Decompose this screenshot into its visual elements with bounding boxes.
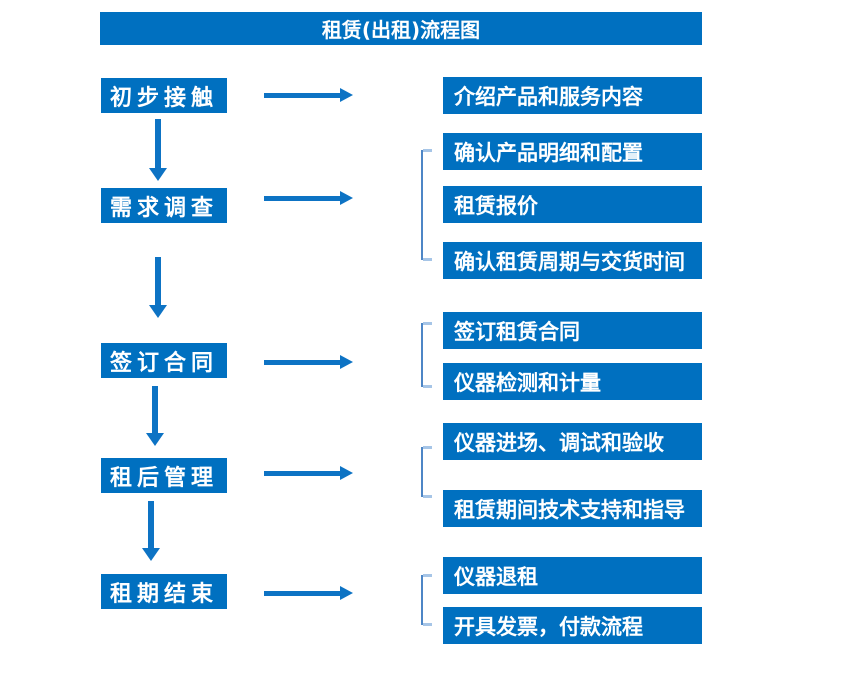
stage-box-post-rental-mgmt: 租后管理 — [101, 458, 227, 493]
stage-box-sign-contract: 签订合同 — [101, 343, 227, 378]
arrow-head — [142, 548, 160, 561]
left-bracket-connector — [421, 149, 432, 261]
arrow-shaft — [155, 257, 161, 306]
arrow-right-icon — [264, 355, 353, 369]
left-bracket-connector — [421, 574, 432, 626]
arrow-head — [149, 305, 167, 318]
arrow-right-icon — [264, 466, 353, 480]
detail-box-invoice-payment: 开具发票，付款流程 — [443, 607, 702, 644]
arrow-right-icon — [264, 586, 353, 600]
stage-box-initial-contact: 初步接触 — [101, 78, 227, 113]
arrow-down-icon — [142, 501, 160, 561]
left-bracket-connector — [421, 322, 432, 388]
arrow-shaft — [155, 119, 161, 169]
detail-box-tech-support: 租赁期间技术支持和指导 — [443, 490, 702, 527]
detail-box-confirm-period: 确认租赁周期与交货时间 — [443, 242, 702, 279]
arrow-right-icon — [264, 88, 353, 102]
stage-box-rental-end: 租期结束 — [101, 574, 227, 609]
arrow-shaft — [264, 470, 342, 476]
arrow-head — [340, 88, 353, 102]
stage-box-needs-survey: 需求调查 — [101, 188, 227, 223]
left-bracket-connector — [421, 446, 432, 498]
arrow-shaft — [148, 501, 154, 549]
arrow-head — [146, 433, 164, 446]
detail-box-instrument-setup: 仪器进场、调试和验收 — [443, 423, 702, 460]
detail-box-confirm-product-spec: 确认产品明细和配置 — [443, 133, 702, 170]
arrow-shaft — [264, 195, 342, 201]
arrow-shaft — [152, 386, 158, 434]
arrow-down-icon — [149, 119, 167, 181]
arrow-shaft — [264, 92, 342, 98]
arrow-shaft — [264, 590, 342, 596]
detail-box-introduce-products: 介绍产品和服务内容 — [443, 77, 702, 114]
arrow-down-icon — [149, 257, 167, 318]
arrow-shaft — [264, 359, 342, 365]
arrow-head — [340, 586, 353, 600]
arrow-down-icon — [146, 386, 164, 446]
arrow-head — [340, 191, 353, 205]
arrow-right-icon — [264, 191, 353, 205]
arrow-head — [340, 355, 353, 369]
diagram-title: 租赁(出租)流程图 — [100, 12, 702, 45]
detail-box-sign-rental-contract: 签订租赁合同 — [443, 312, 702, 349]
detail-box-instrument-testing: 仪器检测和计量 — [443, 363, 702, 400]
arrow-head — [149, 168, 167, 181]
detail-box-rental-quotation: 租赁报价 — [443, 186, 702, 223]
arrow-head — [340, 466, 353, 480]
detail-box-instrument-return: 仪器退租 — [443, 557, 702, 594]
